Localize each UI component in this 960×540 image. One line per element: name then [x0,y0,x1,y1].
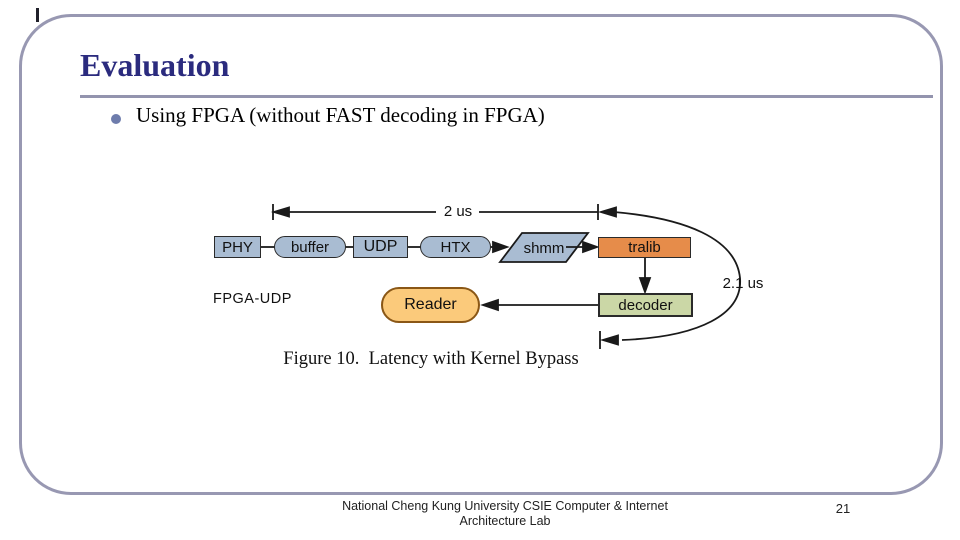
node-shmm-label: shmm [523,240,565,257]
fpga-udp-row-label: FPGA-UDP [213,291,292,307]
title-divider [80,95,933,98]
figure-caption: Figure 10. Latency with Kernel Bypass [283,349,579,369]
shmm-tralib-arrowhead [582,240,600,254]
flow-diagram-lines [261,204,741,349]
decoder-reader-arrowhead [480,298,499,312]
slide-title: Evaluation [80,47,230,83]
curve-bottom-arrowhead [599,334,619,346]
node-htx: HTX [420,236,491,258]
bullet-dot-icon [111,114,121,124]
footer-line2: Architecture Lab [459,514,551,528]
page-number: 21 [835,501,851,516]
slide-border-frame [19,14,943,495]
footer-text: National Cheng Kung University CSIE Comp… [255,499,755,529]
dimension-left-arrowhead [270,206,290,218]
node-phy: PHY [214,236,261,258]
footer-line1: National Cheng Kung University CSIE Comp… [342,499,668,513]
bullet-text: Using FPGA (without FAST decoding in FPG… [136,103,545,127]
tralib-decoder-arrowhead [638,277,652,295]
node-reader: Reader [381,287,480,323]
node-tralib: tralib [598,237,691,258]
corner-accent-mark [36,8,39,22]
node-udp: UDP [353,236,408,258]
node-buffer: buffer [274,236,346,258]
curve-top-arrowhead [597,206,617,218]
node-decoder: decoder [598,293,693,317]
shmm-shape [498,232,590,263]
latency-curve [613,211,741,341]
side-measurement-label: 2.1 us [722,275,764,292]
top-measurement-label: 2 us [443,203,473,220]
htx-shmm-arrowhead [492,240,510,254]
